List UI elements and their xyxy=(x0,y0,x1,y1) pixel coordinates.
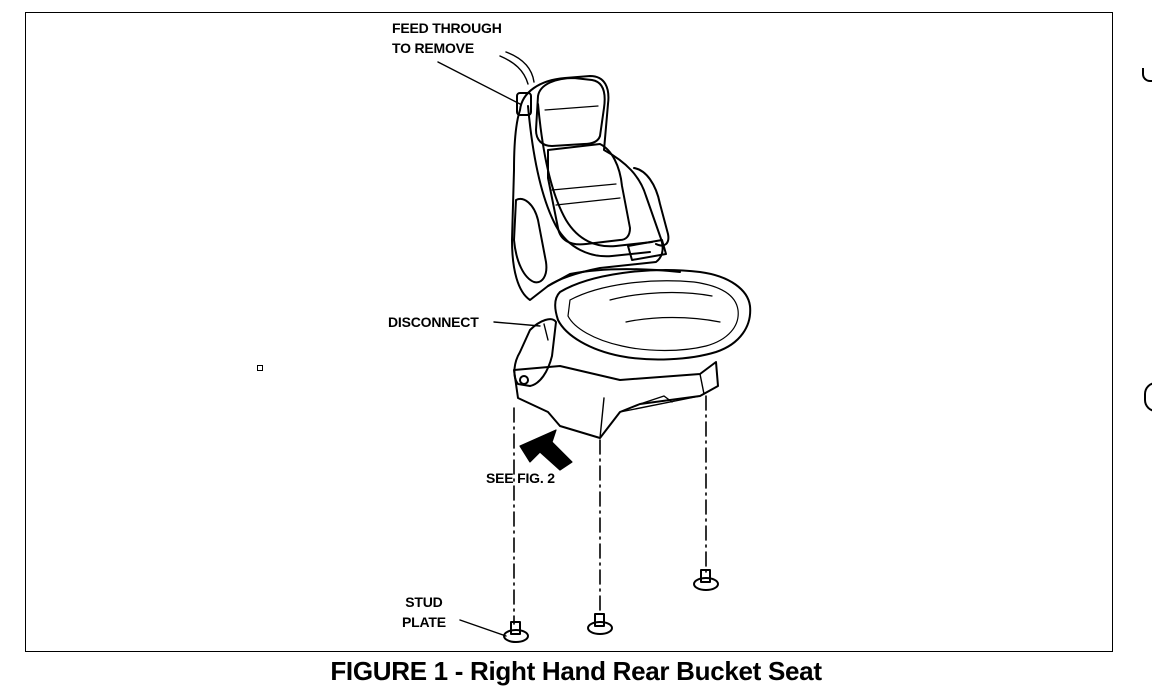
seat-cushion xyxy=(547,268,752,361)
stud-plate-label: STUD PLATE xyxy=(402,592,446,632)
feed-through-line-2: TO REMOVE xyxy=(392,40,474,56)
figure-caption: FIGURE 1 - Right Hand Rear Bucket Seat xyxy=(330,656,822,686)
figure-frame xyxy=(25,12,1113,652)
stud-plate-line-1: STUD xyxy=(405,594,443,610)
see-fig-arrow xyxy=(519,429,573,471)
disconnect-label: DISCONNECT xyxy=(388,314,479,330)
feed-through-label: FEED THROUGH TO REMOVE xyxy=(392,18,502,58)
seat-back xyxy=(511,75,670,301)
leader-lines xyxy=(437,51,541,637)
stud-plate-front-right xyxy=(587,613,613,635)
stud-guide-lines xyxy=(513,395,707,625)
stud-plate-front-left xyxy=(503,621,529,643)
see-fig-label: SEE FIG. 2 xyxy=(486,470,555,486)
stud-plate-line-2: PLATE xyxy=(402,614,446,630)
seat-base xyxy=(513,318,719,439)
feed-through-line-1: FEED THROUGH xyxy=(392,20,502,36)
margin-mark xyxy=(1142,68,1152,82)
stud-plate-rear xyxy=(693,569,719,591)
stray-mark xyxy=(257,365,263,371)
